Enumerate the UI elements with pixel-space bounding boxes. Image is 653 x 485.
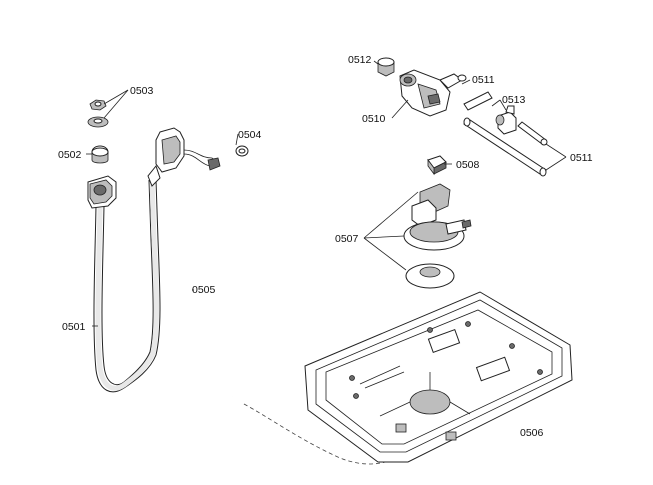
drain-hose-0501 — [93, 179, 161, 393]
dashed-route — [243, 403, 397, 465]
plug-0508 — [427, 155, 447, 176]
leader-lines — [86, 60, 567, 327]
label-0510: 0510 — [362, 113, 386, 125]
inlet-valve-0510 — [399, 69, 467, 117]
nut-washer-0503 — [87, 99, 109, 128]
label-0506: 0506 — [520, 427, 544, 439]
label-0504: 0504 — [238, 129, 262, 141]
label-0511-top: 0511 — [472, 74, 495, 86]
base-plate-0506 — [304, 291, 573, 463]
label-0501: 0501 — [62, 321, 86, 333]
thin-hose-0505 — [171, 181, 245, 405]
cap-0512 — [377, 57, 395, 77]
label-0502: 0502 — [58, 149, 82, 161]
hose-manifold — [147, 127, 221, 187]
label-0507: 0507 — [335, 233, 359, 245]
label-0513: 0513 — [502, 94, 526, 106]
washer-0504 — [235, 145, 249, 157]
label-0508: 0508 — [456, 159, 480, 171]
label-0512: 0512 — [348, 54, 372, 66]
float-switch-0507 — [403, 183, 472, 289]
label-0511-bottom: 0511 — [570, 152, 593, 164]
tube-0511-upper — [463, 91, 493, 111]
t-connector-0513 — [495, 105, 517, 135]
label-0505: 0505 — [192, 284, 216, 296]
label-0503: 0503 — [130, 85, 154, 97]
hose-connector-0502 — [87, 145, 117, 209]
